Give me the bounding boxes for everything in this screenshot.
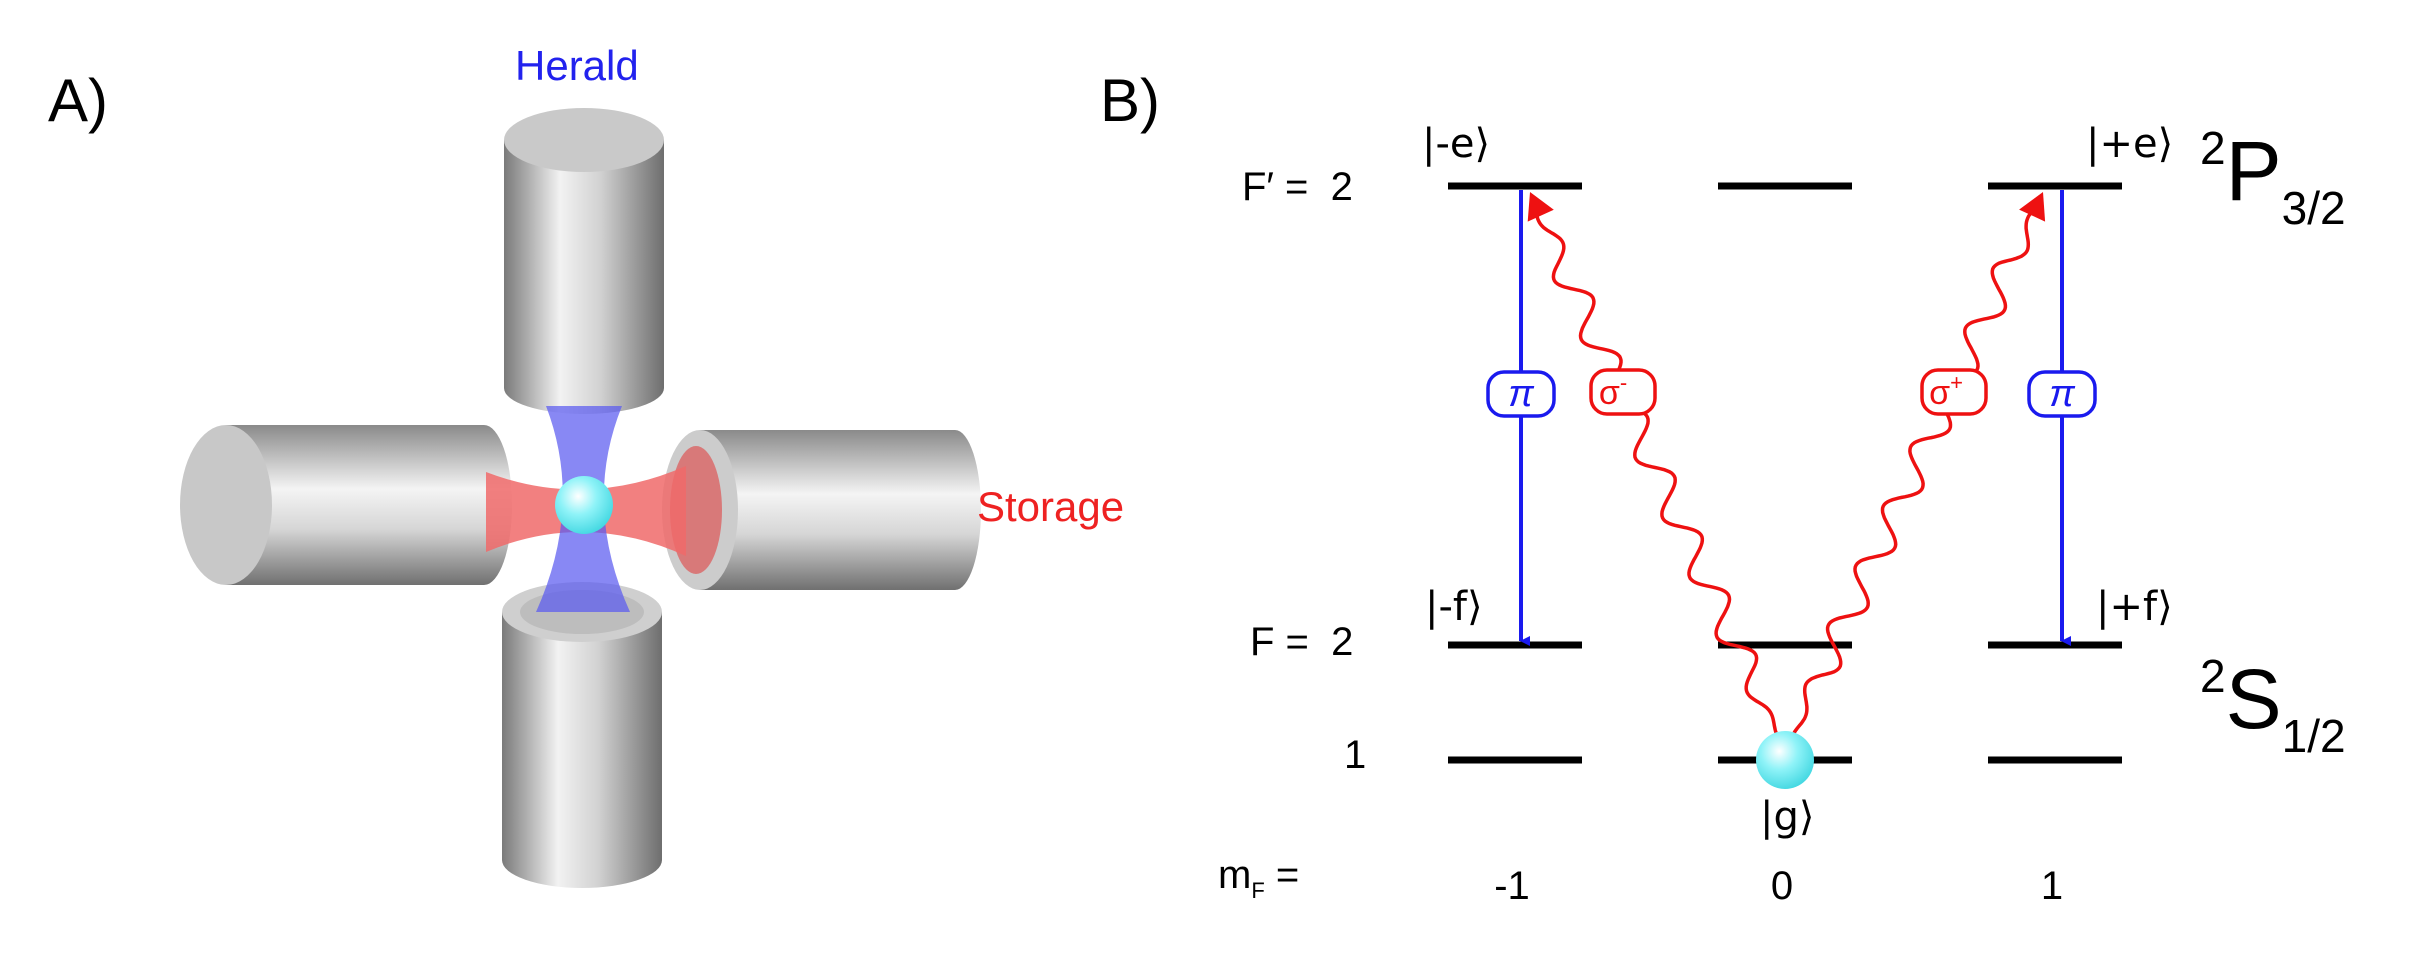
ground-state-ion — [1756, 731, 1814, 789]
sigma-plus-base: σ — [1929, 374, 1950, 412]
sigma-plus-photon — [1791, 199, 2042, 736]
mf-label: mF = — [1218, 853, 1299, 903]
sigma-plus-arrowhead — [2019, 192, 2046, 222]
bottom-mirror-cylinder — [502, 582, 662, 888]
state-g: |g⟩ — [1760, 794, 1814, 840]
sigma-minus-photon — [1531, 199, 1779, 736]
panel-a: A) — [48, 42, 1124, 888]
mf-subscript: F — [1251, 878, 1264, 903]
mf-value-1: 1 — [2041, 864, 2063, 908]
panel-a-label: A) — [48, 67, 108, 134]
f-2-label: F = 2 — [1250, 620, 1353, 664]
sigma-minus-arrowhead — [1527, 192, 1554, 222]
mf-prefix: m — [1218, 853, 1251, 897]
term-p32-sup: 2 — [2200, 122, 2226, 174]
f-prime-2-label: F′ = 2 — [1242, 165, 1353, 209]
pi-label-right: π — [2027, 370, 2097, 418]
term-p32: 2P3/2 — [2200, 122, 2346, 234]
term-s12-sub: 1/2 — [2282, 710, 2346, 762]
state-plus-f: |+f⟩ — [2096, 584, 2173, 630]
term-s12-main: S — [2226, 652, 2282, 746]
term-s12: 2S1/2 — [2200, 650, 2346, 762]
storage-label: Storage — [977, 483, 1124, 530]
state-minus-e: |-e⟩ — [1422, 121, 1490, 167]
trapped-ion — [555, 476, 613, 534]
f-1-label: 1 — [1344, 733, 1366, 777]
svg-text:π: π — [1508, 373, 1535, 415]
sigma-plus-label: σ+ — [1920, 368, 1988, 416]
right-mirror-cylinder — [662, 430, 981, 590]
mf-value-0: 0 — [1771, 864, 1793, 908]
sigma-minus-label: σ- — [1589, 368, 1657, 416]
energy-levels — [1448, 182, 2122, 764]
pi-label-left: π — [1486, 370, 1556, 418]
mf-value-minus-1: -1 — [1494, 864, 1530, 908]
sigma-plus-sup: + — [1950, 370, 1963, 395]
left-mirror-cylinder — [180, 425, 512, 585]
svg-text:σ+: σ+ — [1929, 370, 1963, 412]
sigma-minus-base: σ — [1599, 374, 1620, 412]
panel-b-label: B) — [1100, 67, 1160, 134]
term-s12-sup: 2 — [2200, 650, 2226, 702]
mf-suffix: = — [1265, 853, 1299, 897]
top-mirror-cylinder — [504, 108, 664, 414]
state-plus-e: |+e⟩ — [2086, 121, 2173, 167]
svg-text:π: π — [2049, 373, 2076, 415]
herald-label: Herald — [515, 42, 639, 89]
svg-text:σ-: σ- — [1599, 370, 1627, 412]
panel-b: B) F′ = 2 F = 2 1 mF = -1 0 1 — [1100, 67, 2346, 908]
term-p32-main: P — [2226, 124, 2282, 218]
sigma-minus-sup: - — [1620, 370, 1627, 395]
state-minus-f: |-f⟩ — [1425, 584, 1483, 630]
term-p32-sub: 3/2 — [2282, 182, 2346, 234]
